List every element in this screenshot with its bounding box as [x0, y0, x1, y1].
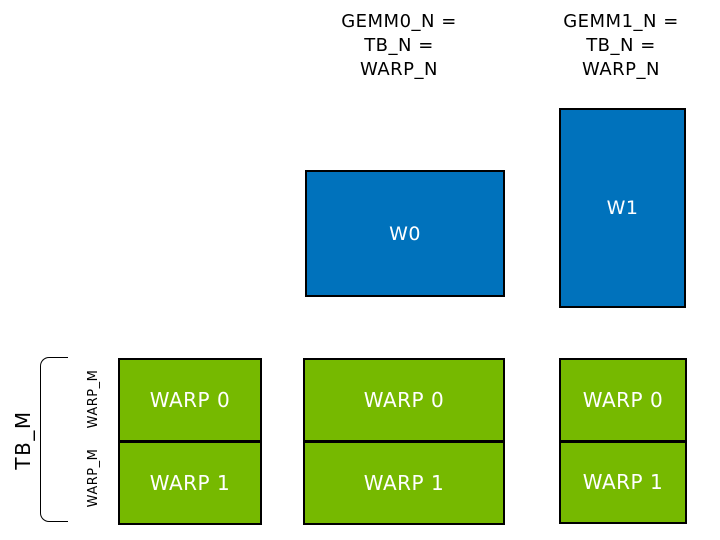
- warp-tile-w0: W0: [305, 170, 505, 297]
- gemm0-header-line-2: TB_N =: [364, 35, 434, 56]
- warp-tile-w0-label: W0: [389, 222, 421, 245]
- tb-m-axis-label: TB_M: [11, 410, 35, 470]
- warp0-label: WARP 0: [149, 388, 231, 412]
- threadblock-group-3-warp1-cell: WARP 1: [561, 442, 685, 522]
- threadblock-group-2-warp0-cell: WARP 0: [305, 360, 503, 443]
- gemm1-header-line-1: GEMM1_N =: [563, 11, 679, 32]
- warp-m-axis-label-bottom: WARP_M: [86, 448, 101, 508]
- warp-tile-w1: W1: [559, 108, 686, 308]
- threadblock-group-2: WARP 0 WARP 1: [303, 358, 505, 525]
- threadblock-group-1-warp1-cell: WARP 1: [120, 443, 260, 523]
- warp1-label: WARP 1: [149, 471, 231, 495]
- tb-m-bracket: [40, 357, 68, 522]
- warp1-label: WARP 1: [363, 471, 445, 495]
- warp-tile-w1-label: W1: [606, 197, 639, 219]
- gemm0-column-header: GEMM0_N = TB_N = WARP_N: [299, 10, 499, 82]
- warp-m-axis-label-top: WARP_M: [86, 369, 101, 429]
- threadblock-group-1: WARP 0 WARP 1: [118, 358, 262, 525]
- gemm0-header-line-1: GEMM0_N =: [341, 11, 457, 32]
- threadblock-group-2-warp1-cell: WARP 1: [305, 443, 503, 523]
- gemm0-header-line-3: WARP_N: [360, 59, 438, 80]
- warp1-label: WARP 1: [582, 470, 664, 495]
- warp0-label: WARP 0: [582, 387, 664, 412]
- gemm1-header-line-3: WARP_N: [582, 59, 660, 80]
- threadblock-group-3-warp0-cell: WARP 0: [561, 360, 685, 443]
- warp0-label: WARP 0: [363, 388, 445, 412]
- threadblock-group-1-warp0-cell: WARP 0: [120, 360, 260, 443]
- gemm1-column-header: GEMM1_N = TB_N = WARP_N: [521, 10, 720, 82]
- gemm1-header-line-2: TB_N =: [586, 35, 656, 56]
- threadblock-group-3: WARP 0 WARP 1: [559, 358, 687, 524]
